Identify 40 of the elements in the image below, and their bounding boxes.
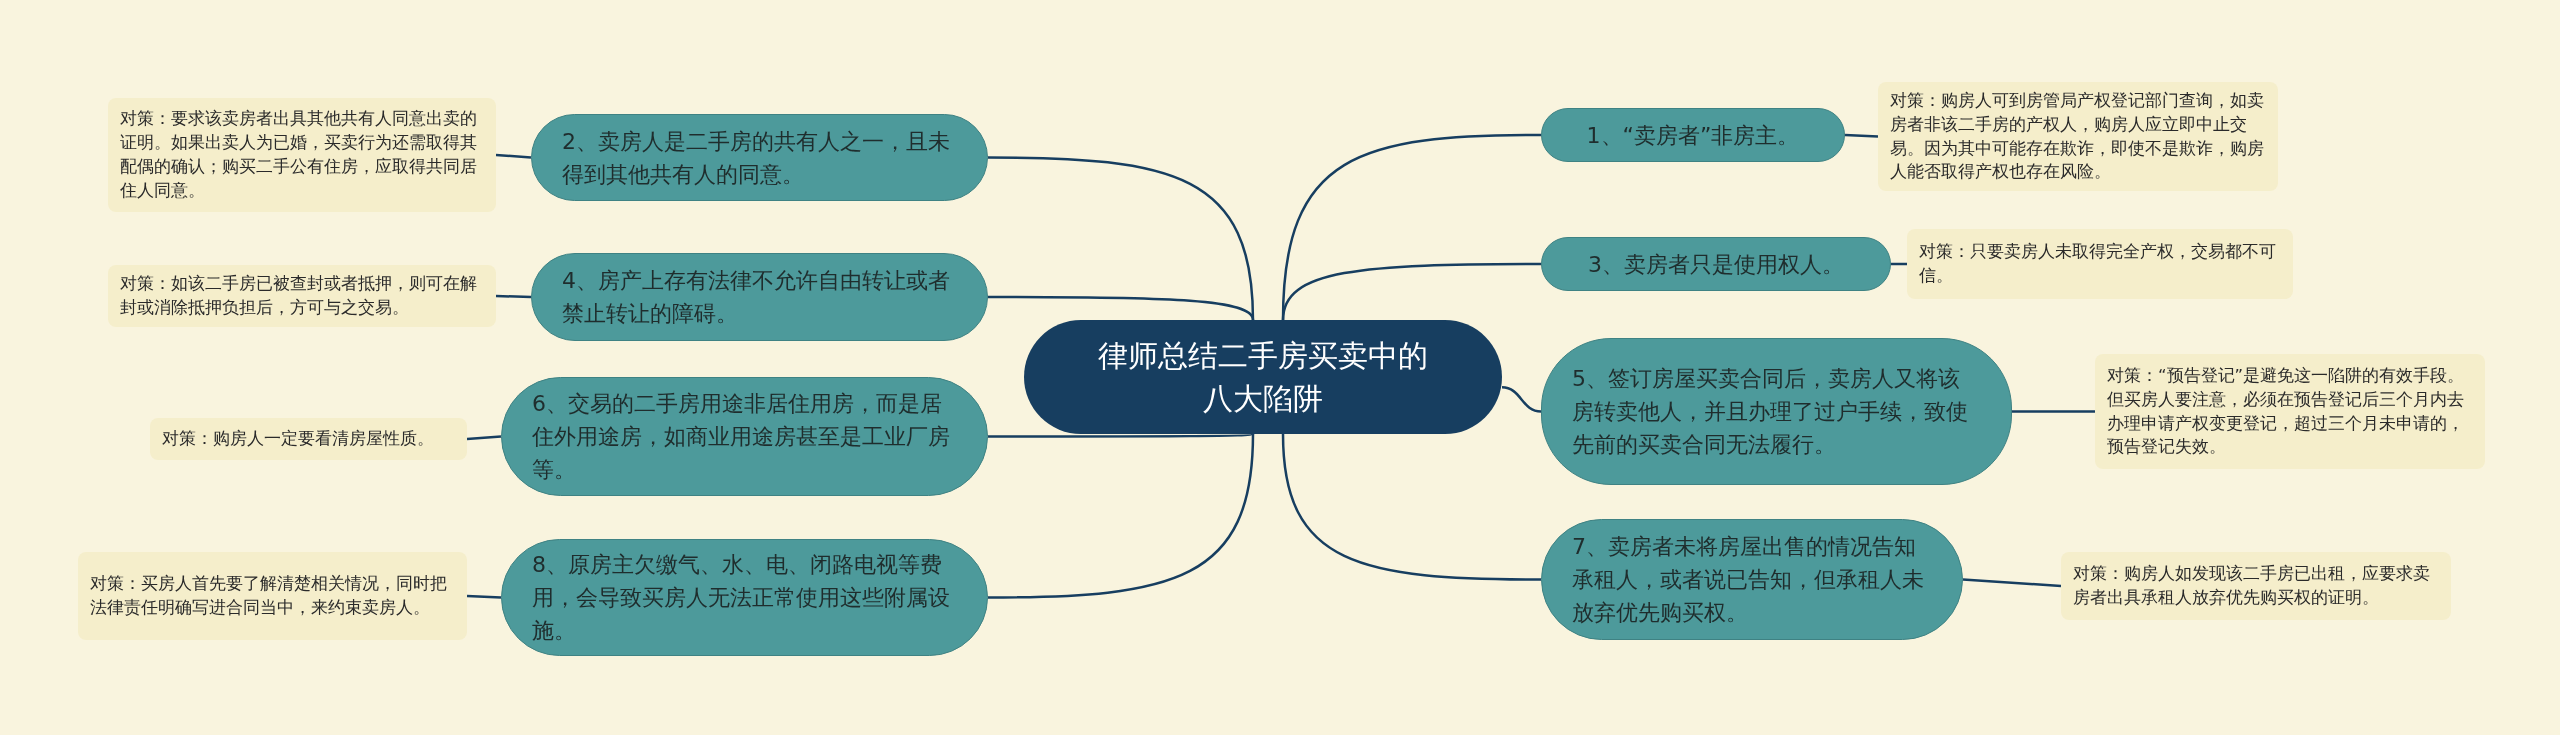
connector-line xyxy=(2012,410,2095,413)
note-text: 对策：“预告登记”是避免这一陷阱的有效手段。但买房人要注意，必须在预告登记后三个月内去办理申请产权变更登记，超过三个月未申请的，预告登记失效。 xyxy=(2107,364,2466,459)
connector-line xyxy=(495,153,532,159)
connector-line xyxy=(1962,578,2062,588)
note-card xyxy=(108,265,496,327)
note-card xyxy=(150,418,467,460)
topic-text: 6、交易的二手房用途非居住用房，而是居住外用途房，如商业用途房甚至是工业厂房等。 xyxy=(532,390,951,484)
connector-line xyxy=(1844,133,1879,138)
topic-text: 律师总结二手房买卖中的八大陷阱 xyxy=(1097,336,1429,418)
note-text: 对策：购房人一定要看清房屋性质。 xyxy=(162,428,434,451)
note-text: 对策：购房人可到房管局产权登记部门查询，如卖房者非该二手房的产权人，购房人应立即中止交易。因为其中可能存在欺诈，即使不是欺诈，购房人能否取得产权也存在风险。 xyxy=(1890,89,2265,184)
topic-text: 5、签订房屋买卖合同后，卖房人又将该房转卖他人，并且办理了过户手续，致使先前的买卖合同无法履行。 xyxy=(1572,365,1969,459)
topic-text: 2、卖房人是二手房的共有人之一，且未得到其他共有人的同意。 xyxy=(562,127,951,189)
topic-text: 1、“卖房者”非房主。 xyxy=(1586,121,1800,150)
connector-line xyxy=(1281,433,1541,581)
note-text: 对策：要求该卖房者出具其他共有人同意出卖的证明。如果出卖人为已婚，买卖行为还需取得其配偶的确认；购买二手公有住房，应取得共同居住人同意。 xyxy=(120,108,478,202)
connector-line xyxy=(466,594,502,599)
note-text: 对策：购房人如发现该二手房已出租，应要求卖房者出具承租人放弃优先购买权的证明。 xyxy=(2073,563,2431,609)
note-card xyxy=(1878,82,2278,191)
connector-line xyxy=(1501,386,1542,413)
note-card xyxy=(78,552,467,640)
topic-text: 3、卖房者只是使用权人。 xyxy=(1588,250,1844,279)
topic-text: 7、卖房者未将房屋出售的情况告知承租人，或者说已告知，但承租人未放弃优先购买权。 xyxy=(1572,533,1925,627)
branch-topic xyxy=(1541,108,1845,162)
connector-line xyxy=(466,435,502,441)
branch-topic xyxy=(1541,237,1891,291)
note-text: 对策：如该二手房已被查封或者抵押，则可在解封或消除抵押负担后，方可与之交易。 xyxy=(120,273,478,319)
note-card xyxy=(108,98,496,212)
topic-text: 8、原房主欠缴气、水、电、闭路电视等费用，会导致买房人无法正常使用这些附属设施。 xyxy=(532,551,951,645)
connector-line xyxy=(1281,262,1541,321)
connector-line xyxy=(988,295,1255,321)
topic-text: 4、房产上存有法律不允许自由转让或者禁止转让的障碍。 xyxy=(562,267,951,328)
connector-line xyxy=(988,432,1254,438)
note-card xyxy=(2061,552,2451,620)
connector-line xyxy=(495,294,532,299)
note-card xyxy=(2095,354,2485,469)
note-text: 对策：只要卖房人未取得完全产权，交易都不可信。 xyxy=(1919,241,2277,287)
note-card xyxy=(1907,229,2293,299)
connector-line xyxy=(988,433,1255,599)
note-text: 对策：买房人首先要了解清楚相关情况，同时把法律责任明确写进合同当中，来约束卖房人。 xyxy=(90,573,448,619)
